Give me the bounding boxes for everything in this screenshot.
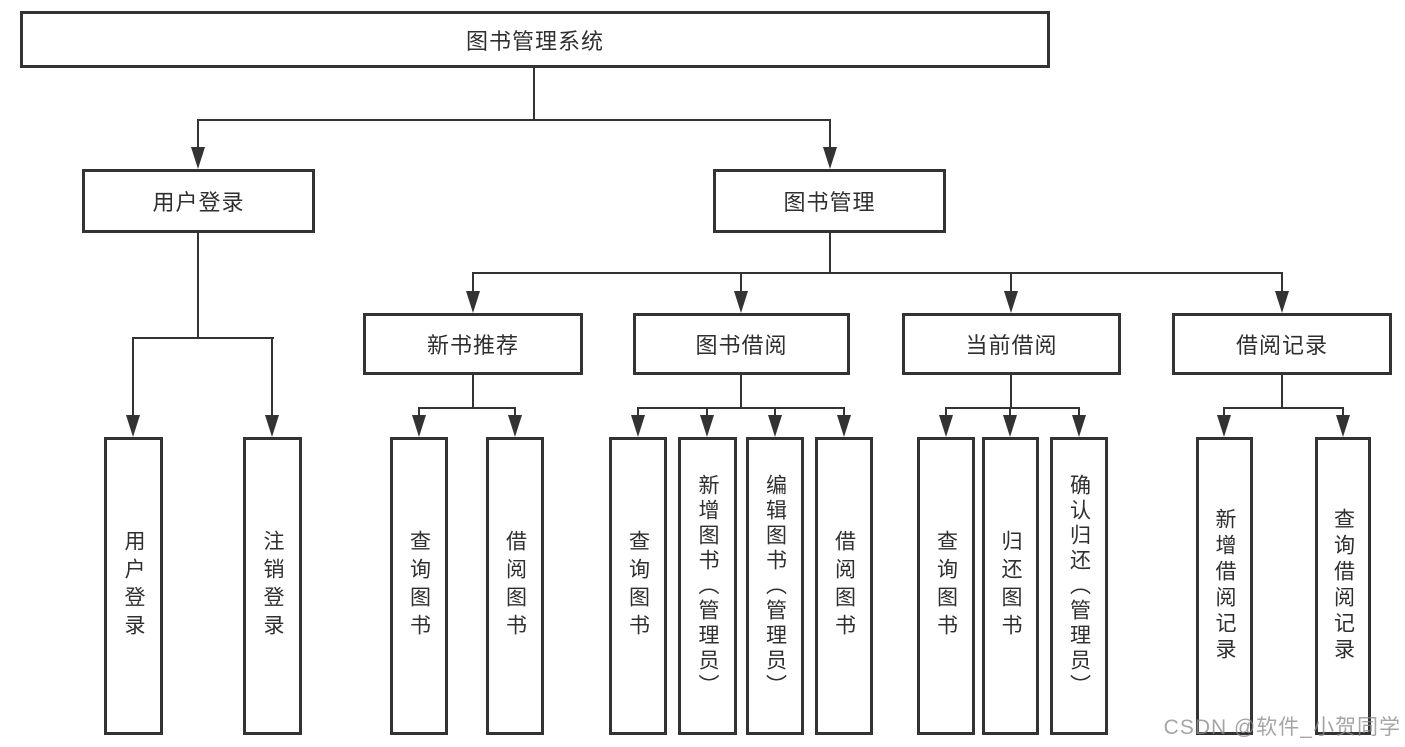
arrowhead	[1275, 291, 1289, 313]
arrowhead	[823, 147, 837, 169]
connector	[1078, 407, 1080, 420]
connector	[843, 407, 845, 420]
arrowhead	[768, 415, 782, 437]
arrowhead	[939, 415, 953, 437]
connector	[829, 119, 831, 151]
connector	[1223, 407, 1225, 420]
connector	[197, 119, 831, 121]
arrowhead	[1003, 415, 1017, 437]
leaf-bb-edit-books-admin: 编辑图书（管理员）	[746, 437, 804, 735]
connector	[945, 407, 1080, 409]
arrowhead	[126, 415, 140, 437]
connector	[637, 407, 845, 409]
connector	[418, 407, 516, 409]
leaf-bb-query-books: 查询图书	[609, 437, 667, 735]
arrowhead	[466, 291, 480, 313]
connector	[472, 375, 474, 408]
connector	[1342, 407, 1344, 420]
arrowhead	[837, 415, 851, 437]
connector	[945, 407, 947, 420]
connector	[472, 272, 474, 294]
node-book-management: 图书管理	[713, 169, 946, 233]
arrowhead	[1336, 415, 1350, 437]
watermark: CSDN @软件_小贺同学	[1163, 716, 1401, 739]
connector	[418, 407, 420, 420]
connector	[472, 272, 1283, 274]
connector	[1281, 375, 1283, 408]
leaf-bb-add-books-admin: 新增图书（管理员）	[678, 437, 737, 735]
connector	[740, 375, 742, 408]
connector	[1010, 375, 1012, 408]
leaf-nb-borrow-books: 借阅图书	[486, 437, 544, 735]
leaf-cb-query-books: 查询图书	[917, 437, 975, 735]
leaf-nb-query-books: 查询图书	[390, 437, 448, 735]
connector	[271, 337, 273, 420]
node-current-borrow: 当前借阅	[902, 313, 1121, 375]
connector	[637, 407, 639, 420]
leaf-user-login: 用户登录	[104, 437, 163, 735]
connector	[132, 337, 134, 420]
connector	[514, 407, 516, 420]
node-user-login: 用户登录	[82, 169, 315, 233]
arrowhead	[700, 415, 714, 437]
arrowhead	[191, 147, 205, 169]
connector	[1009, 407, 1011, 420]
connector	[1223, 407, 1344, 409]
node-root: 图书管理系统	[20, 11, 1050, 68]
arrowhead	[734, 291, 748, 313]
arrowhead	[1004, 291, 1018, 313]
leaf-br-query-record: 查询借阅记录	[1315, 437, 1371, 735]
connector	[132, 337, 274, 339]
connector	[829, 233, 831, 273]
connector	[533, 68, 535, 120]
connector	[1281, 272, 1283, 294]
connector	[197, 233, 199, 338]
leaf-bb-borrow-books: 借阅图书	[815, 437, 873, 735]
connector	[197, 119, 199, 151]
connector	[706, 407, 708, 420]
arrowhead	[412, 415, 426, 437]
arrowhead	[1217, 415, 1231, 437]
arrowhead	[265, 415, 279, 437]
arrowhead	[1072, 415, 1086, 437]
connector	[1010, 272, 1012, 294]
node-new-book-recommend: 新书推荐	[363, 313, 583, 375]
arrowhead	[631, 415, 645, 437]
node-borrow-records: 借阅记录	[1172, 313, 1392, 375]
leaf-cb-return-books: 归还图书	[982, 437, 1039, 735]
node-book-borrow: 图书借阅	[633, 313, 850, 375]
leaf-br-add-record: 新增借阅记录	[1196, 437, 1253, 735]
leaf-logout: 注销登录	[243, 437, 302, 735]
connector	[740, 272, 742, 294]
connector	[774, 407, 776, 420]
arrowhead	[508, 415, 522, 437]
leaf-cb-confirm-return-admin: 确认归还（管理员）	[1050, 437, 1108, 735]
